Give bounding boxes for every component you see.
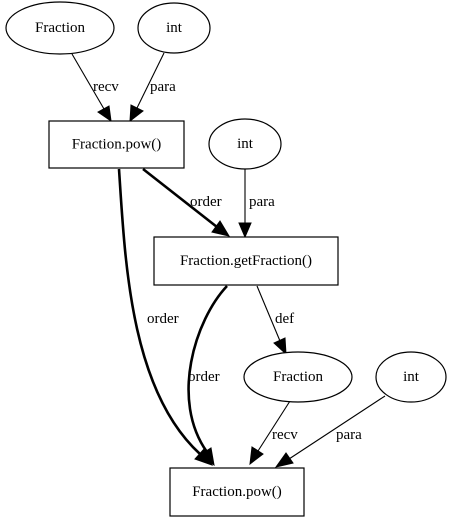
node-label: Fraction xyxy=(273,369,323,385)
edge-label-def: def xyxy=(275,311,294,327)
edge-get-fraction-to-pow-bottom: order xyxy=(187,285,228,467)
node-label: Fraction.pow() xyxy=(72,137,162,153)
edge-label-para: para xyxy=(249,194,275,210)
node-int-bottom: int xyxy=(375,351,447,403)
edge-int-bottom-to-pow-bottom: para xyxy=(274,395,386,468)
node-int-mid: int xyxy=(208,118,282,170)
node-label: Fraction.pow() xyxy=(192,484,282,500)
edge-label-order: order xyxy=(188,369,220,385)
edge-label-para: para xyxy=(150,79,176,95)
edge-label-recv: recv xyxy=(93,79,119,95)
node-label: int xyxy=(403,369,420,385)
edge-label-order: order xyxy=(190,194,222,210)
node-pow-top: Fraction.pow() xyxy=(48,120,185,169)
node-fraction-def: Fraction xyxy=(243,351,353,403)
edge-int-top-to-pow-top: para xyxy=(129,52,176,123)
node-get-fraction: Fraction.getFraction() xyxy=(153,236,339,286)
node-label: Fraction.getFraction() xyxy=(180,253,312,269)
edge-label-para: para xyxy=(336,427,362,443)
node-pow-bottom: Fraction.pow() xyxy=(169,467,305,517)
node-label: int xyxy=(166,20,183,36)
node-fraction-top: Fraction xyxy=(5,1,115,55)
edge-label-recv: recv xyxy=(272,427,298,443)
node-int-top: int xyxy=(137,2,211,54)
node-label: int xyxy=(237,136,254,152)
edge-pow-top-to-get-fraction: order xyxy=(142,167,231,237)
edge-get-fraction-to-fraction-def: def xyxy=(256,285,294,356)
edge-label-order: order xyxy=(147,311,179,327)
node-label: Fraction xyxy=(35,20,85,36)
edge-int-mid-to-get-fraction: para xyxy=(238,169,275,239)
edge-fraction-def-to-pow-bottom: recv xyxy=(249,400,298,466)
edge-fraction-top-to-pow-top: recv xyxy=(71,53,119,123)
